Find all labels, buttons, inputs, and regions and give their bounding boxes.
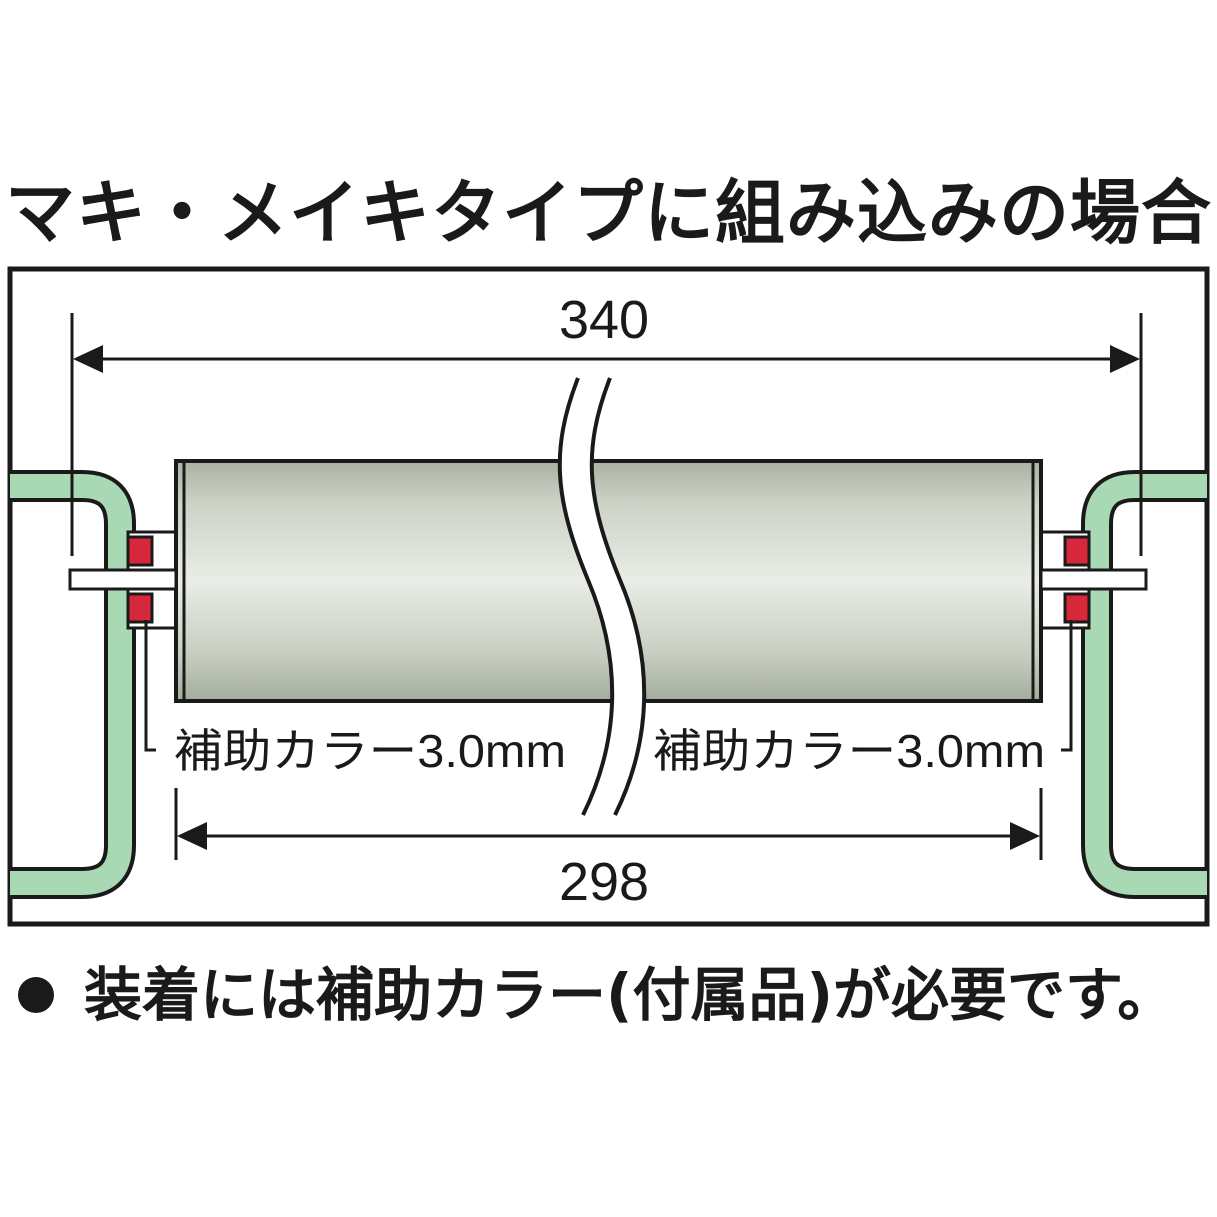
left-collar-leader <box>144 620 156 752</box>
left-collar-lower <box>126 592 154 624</box>
right-collar-label: 補助カラー3.0mm <box>653 725 1045 777</box>
left-collar-upper <box>126 535 154 567</box>
overall-dimension-value: 340 <box>559 290 649 350</box>
diagram-heading: マキ・メイキタイプに組み込みの場合 <box>5 172 1212 254</box>
left-collar-label: 補助カラー3.0mm <box>174 725 566 777</box>
diagram-panel-border <box>7 266 1210 927</box>
right-collar-upper <box>1063 535 1091 567</box>
installation-note: 装着には補助カラー(付属品)が必要です。 <box>18 955 1175 1035</box>
right-collar-leader <box>1061 620 1073 752</box>
roller-length-right-arrow <box>1010 822 1040 850</box>
break-mark-right-edge <box>589 377 647 816</box>
break-mark-fill <box>559 378 645 815</box>
roller-length-left-arrow <box>177 822 207 850</box>
roller-length-value: 298 <box>559 852 649 912</box>
right-collar-lower <box>1063 592 1091 624</box>
bullet-icon <box>18 977 54 1013</box>
left-frame-channel <box>10 470 136 899</box>
break-mark-left-edge <box>557 377 615 816</box>
overall-dimension-right-arrow <box>1110 345 1140 373</box>
overall-dimension-left-arrow <box>73 345 103 373</box>
overall-dimension <box>70 313 1143 556</box>
roller-length-dimension <box>174 788 1043 860</box>
installation-note-text: 装着には補助カラー(付属品)が必要です。 <box>84 961 1176 1029</box>
right-frame-channel <box>1081 470 1207 899</box>
left-shaft <box>68 568 178 591</box>
right-shaft <box>1039 568 1148 591</box>
